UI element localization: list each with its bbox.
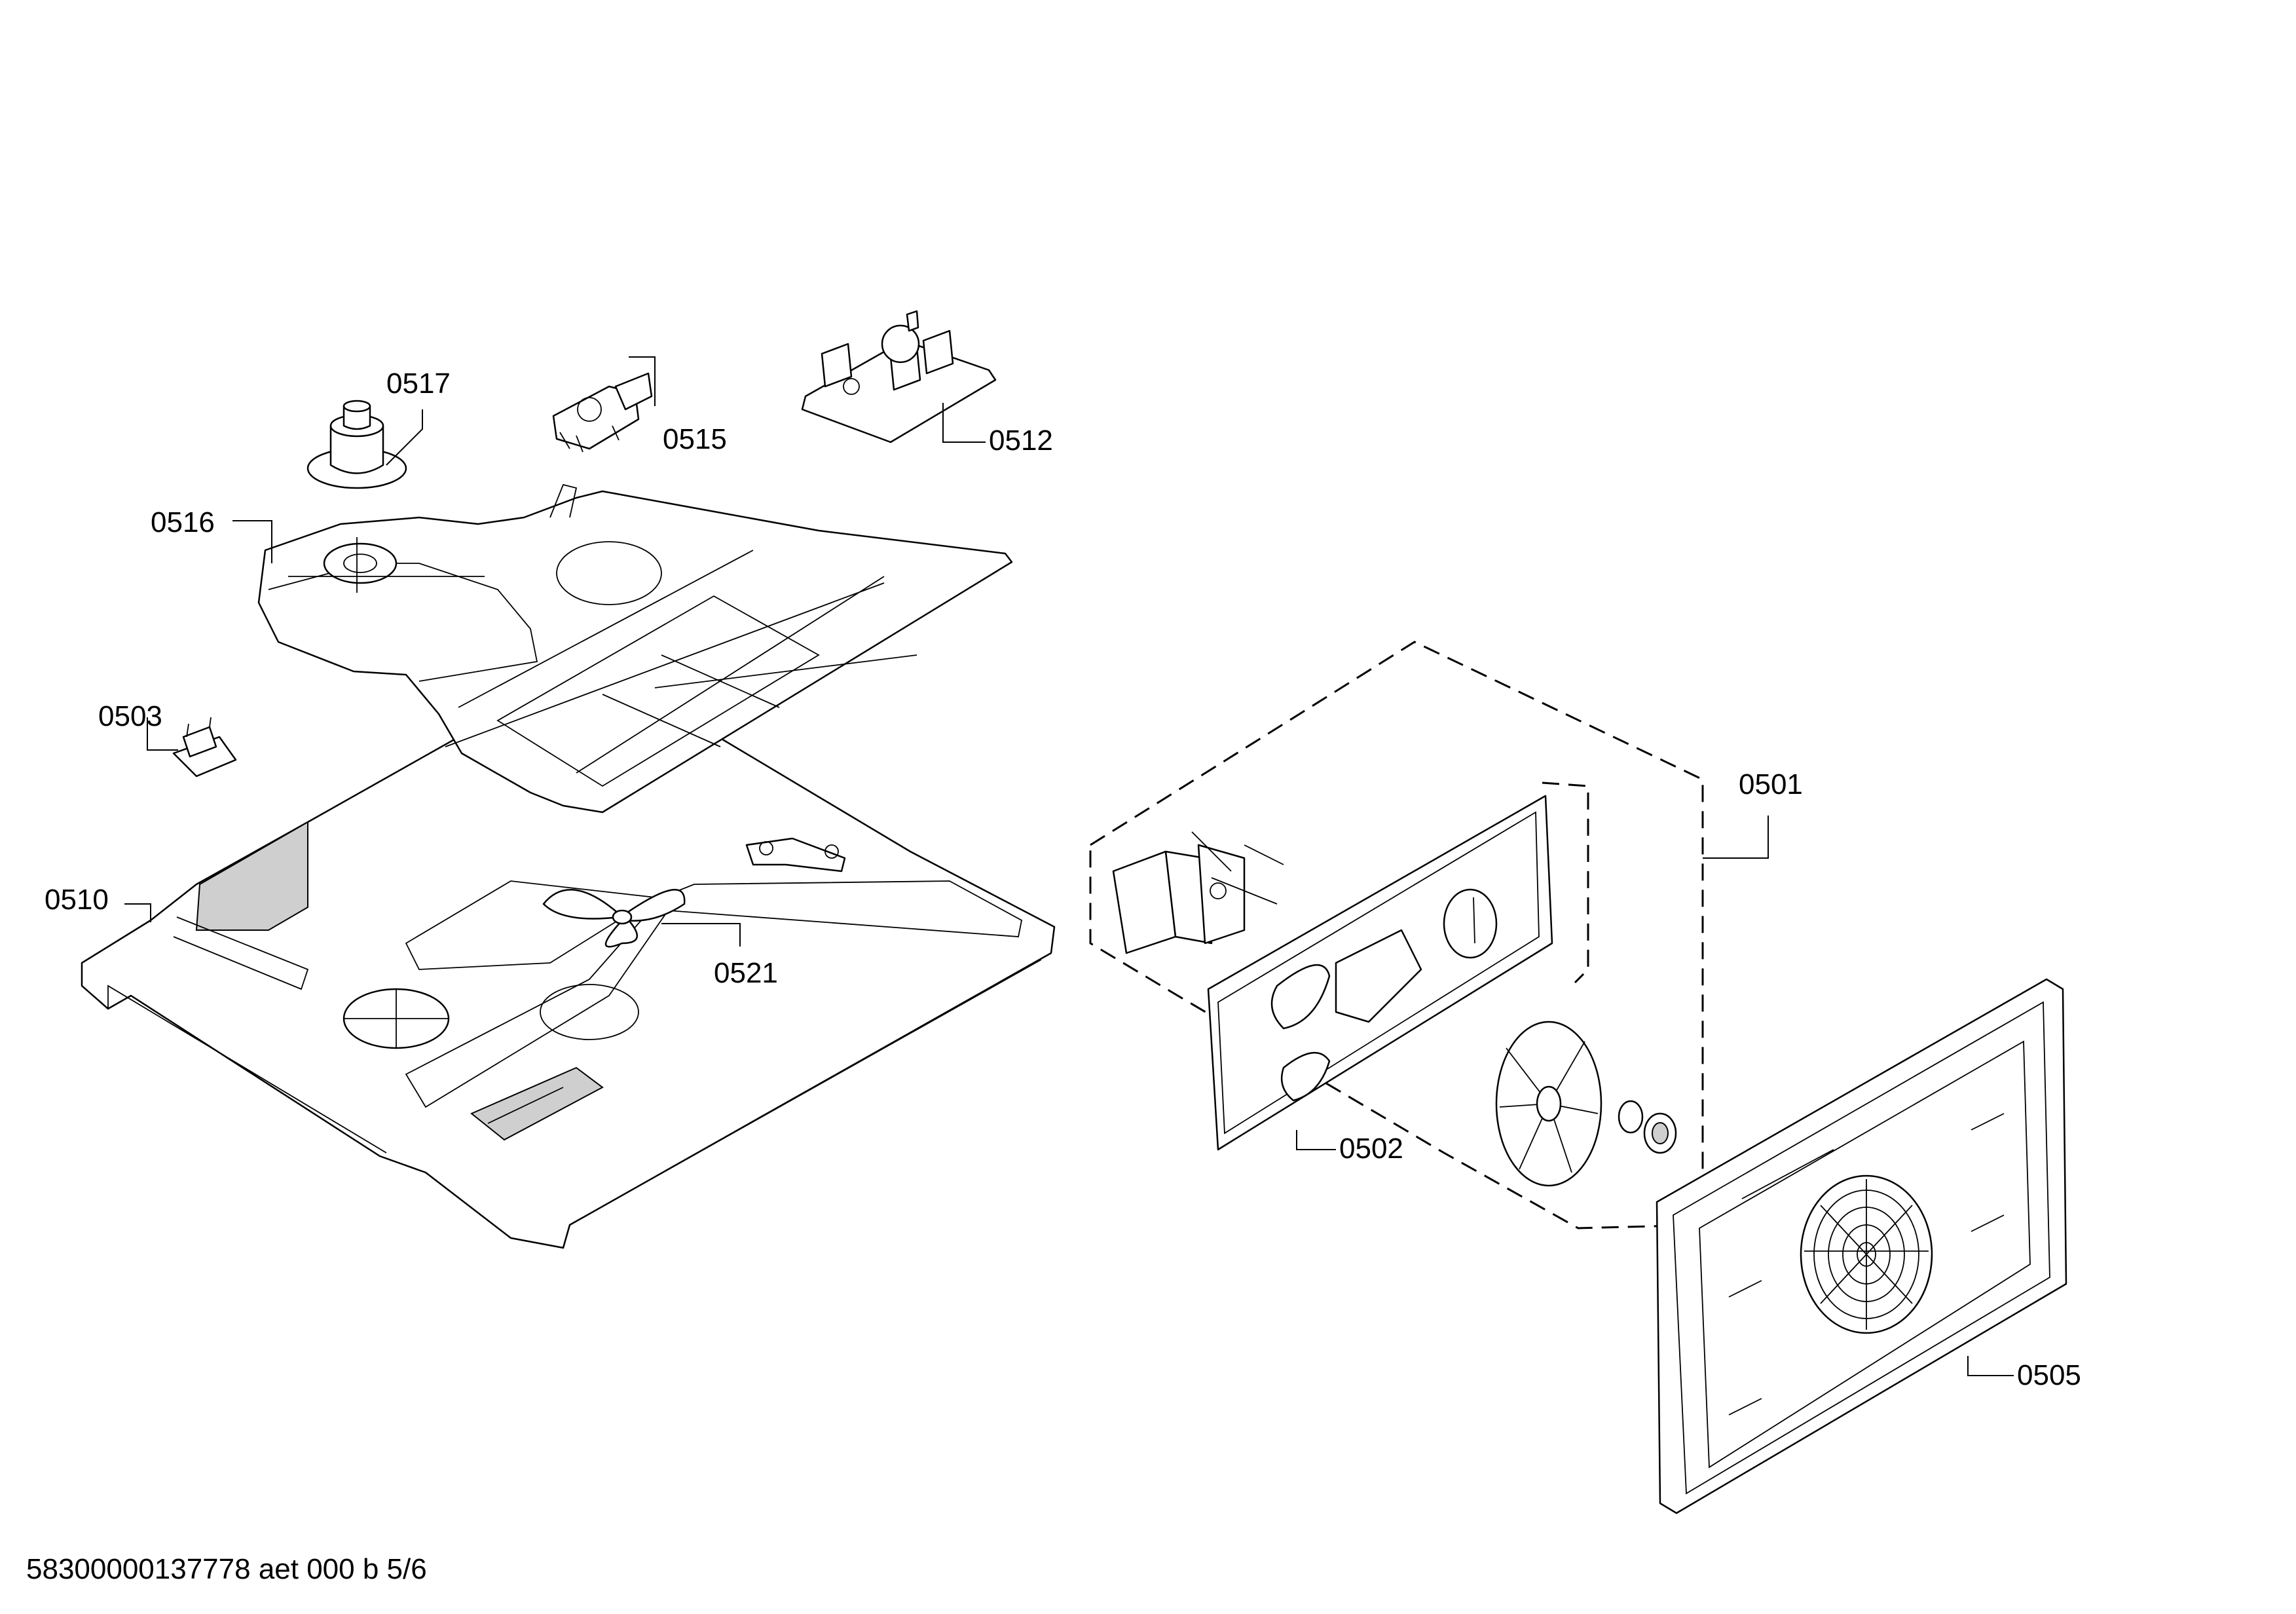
part-0510-base-plate — [81, 719, 1056, 1249]
callout-0512: 0512 — [989, 424, 1053, 457]
part-0503-thermostat — [172, 717, 237, 778]
part-0516-fan-housing — [257, 483, 1013, 814]
callout-0503: 0503 — [98, 700, 162, 732]
callout-0502: 0502 — [1339, 1133, 1403, 1165]
leader-0505 — [1967, 1356, 2014, 1376]
leader-0501 — [1703, 816, 1769, 859]
leader-0510 — [124, 903, 151, 922]
document-reference: 58300000137778 aet 000 b 5/6 — [26, 1553, 427, 1585]
callout-0501: 0501 — [1739, 768, 1803, 800]
part-0512-circuit-board — [801, 310, 997, 443]
callout-0510: 0510 — [45, 884, 109, 916]
part-0501-fan-wheel — [1495, 1021, 1677, 1187]
part-0515-switch — [552, 372, 653, 453]
part-0501-assembly-outline — [1089, 641, 1704, 1229]
part-0505-rear-wall — [1656, 978, 2067, 1514]
callout-0516: 0516 — [151, 506, 215, 538]
part-0517-motor — [306, 400, 407, 489]
leader-lines — [124, 356, 2014, 1376]
leader-0515 — [629, 356, 656, 406]
leader-0503 — [147, 717, 178, 751]
callout-0515: 0515 — [663, 423, 727, 455]
leader-0512 — [942, 403, 986, 443]
leader-0517 — [386, 409, 423, 466]
leader-0516 — [232, 520, 272, 563]
callout-0505: 0505 — [2017, 1359, 2081, 1391]
part-0502-back-plate — [1207, 795, 1553, 1151]
leader-0502 — [1296, 1130, 1336, 1150]
leader-0521 — [661, 923, 741, 947]
callout-0521: 0521 — [714, 957, 778, 989]
callout-0517: 0517 — [386, 367, 451, 400]
part-0521-fan-blade — [542, 889, 686, 948]
part-0501-motor-unit — [1112, 831, 1284, 954]
